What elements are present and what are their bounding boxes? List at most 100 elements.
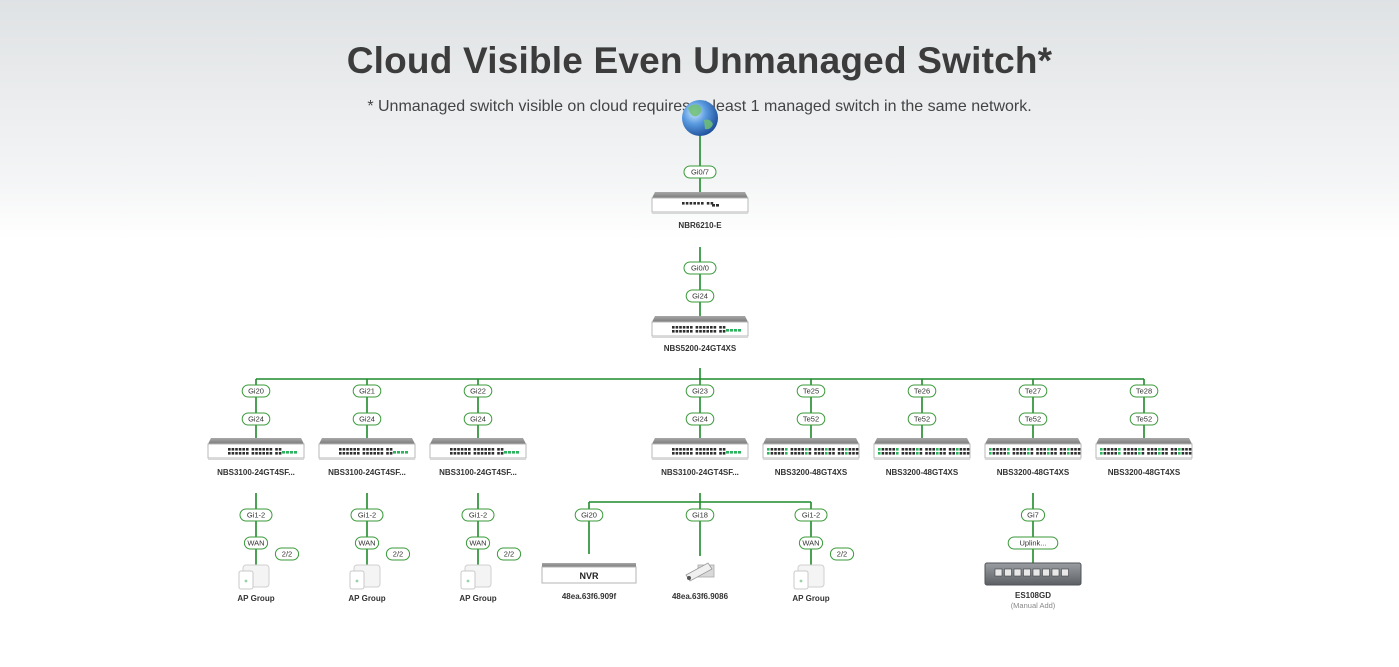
port-label-ap[interactable]: Gi1-2 [350,508,384,522]
port-label-wan[interactable]: WAN [243,536,269,550]
port-label-branch-up[interactable]: Gi23 [685,384,715,398]
switch-port [919,452,923,455]
switch-port [1012,452,1016,455]
switch-base [985,458,1081,460]
switch-port [262,452,265,455]
port-label-branch-up[interactable]: Te27 [1018,384,1048,398]
access-switch[interactable] [651,438,749,460]
switch-port [1016,448,1019,451]
port-label-wan[interactable]: WAN [465,536,491,550]
switch-port [1047,448,1050,451]
core-switch[interactable] [651,316,749,338]
port-label-branch-up[interactable]: Gi22 [463,384,493,398]
port-label-branch-up[interactable]: Gi20 [241,384,271,398]
ap-count-badge[interactable]: 2/2 [496,547,522,561]
port-pill-shape [243,536,269,550]
port-label-branch-down[interactable]: Te52 [1129,412,1159,426]
ap-led [466,579,470,583]
switch-port [999,448,1003,451]
port-label-core-up[interactable]: Gi24 [685,289,715,303]
access-point-icon[interactable] [238,564,270,590]
port-pill-shape [794,508,828,522]
switch-port [1063,452,1066,455]
switch-port [801,448,804,451]
ap-count-badge[interactable]: 2/2 [274,547,300,561]
switch-port [770,452,774,455]
access-switch[interactable] [762,438,860,460]
sfp-port [734,329,737,332]
port-label-unmanaged[interactable]: Gi7 [1020,508,1046,522]
sfp-port [504,451,507,454]
port-label-branch-down[interactable]: Gi24 [685,412,715,426]
access-switch[interactable] [318,438,416,460]
port-pill-shape [1129,412,1159,426]
switch-port [794,448,797,451]
camera-icon[interactable] [685,562,715,582]
port-label-branch-down[interactable]: Gi24 [241,412,271,426]
port-label-wan[interactable]: WAN [798,536,824,550]
switch-port [828,448,832,451]
switch-port [1150,452,1154,455]
switch-base [652,458,748,460]
gateway-device[interactable] [651,192,749,214]
access-switch[interactable] [1095,438,1193,460]
switch-port [1114,452,1117,455]
switch-port [679,452,682,455]
switch-port [488,452,491,455]
switch-top [430,438,526,444]
access-point-icon[interactable] [349,564,381,590]
port-label-internet[interactable]: Gi0/7 [683,165,717,179]
ap-count-badge[interactable]: 2/2 [829,547,855,561]
port-label-uplink[interactable]: Uplink... [1007,536,1059,550]
port-label-branch-up[interactable]: Te28 [1129,384,1159,398]
sfp-port [516,451,519,454]
switch-port [1158,448,1161,451]
switch-port [389,452,393,455]
port-label-ap[interactable]: Gi1-2 [461,508,495,522]
switch-port [794,452,797,455]
port-label-branch-down[interactable]: Te52 [907,412,937,426]
port-label-branch-down[interactable]: Gi24 [463,412,493,426]
port-label-nvr[interactable]: Gi20 [574,508,604,522]
port-label-branch-down[interactable]: Te52 [796,412,826,426]
switch-port [255,452,258,455]
port-label-branch-up[interactable]: Te25 [796,384,826,398]
port-label-branch-down[interactable]: Gi24 [352,412,382,426]
access-switch[interactable] [429,438,527,460]
switch-port [685,202,689,205]
port-pill-text: Gi21 [359,387,375,396]
port-label-ap[interactable]: Gi1-2 [794,508,828,522]
access-point-icon[interactable] [460,564,492,590]
port-pill-text: 2/2 [837,550,847,559]
port-label-ap[interactable]: Gi1-2 [239,508,273,522]
unmanaged-switch[interactable] [984,562,1082,586]
switch-port [1178,452,1181,455]
port-label-branch-down[interactable]: Te52 [1018,412,1048,426]
port-label-camera[interactable]: Gi18 [685,508,715,522]
port-label-wan[interactable]: WAN [354,536,380,550]
access-switch[interactable] [207,438,305,460]
switch-port [852,452,855,455]
port-label-branch-up[interactable]: Gi21 [352,384,382,398]
ap-count-badge[interactable]: 2/2 [385,547,411,561]
switch-port [453,448,457,451]
access-switch[interactable] [873,438,971,460]
switch-port [693,202,696,205]
switch-port [269,452,273,455]
nvr-label: NVR [579,571,599,581]
port-label-gateway-down[interactable]: Gi0/0 [683,261,717,275]
switch-port [675,330,679,333]
port-pill-shape [463,384,493,398]
port-pill-shape [241,384,271,398]
switch-port [1178,448,1181,451]
port-pill-text: Gi20 [581,511,597,520]
switch-port [235,452,238,455]
switch-port [892,448,895,451]
switch-port [808,452,812,455]
nvr-name: 48ea.63f6.909f [562,592,617,601]
access-switch[interactable] [984,438,1082,460]
port-label-branch-up[interactable]: Te26 [907,384,937,398]
access-point-icon[interactable] [793,564,825,590]
access-switch-name: NBS3200-48GT4XS [997,468,1070,477]
nvr-device[interactable]: NVR [541,563,637,584]
